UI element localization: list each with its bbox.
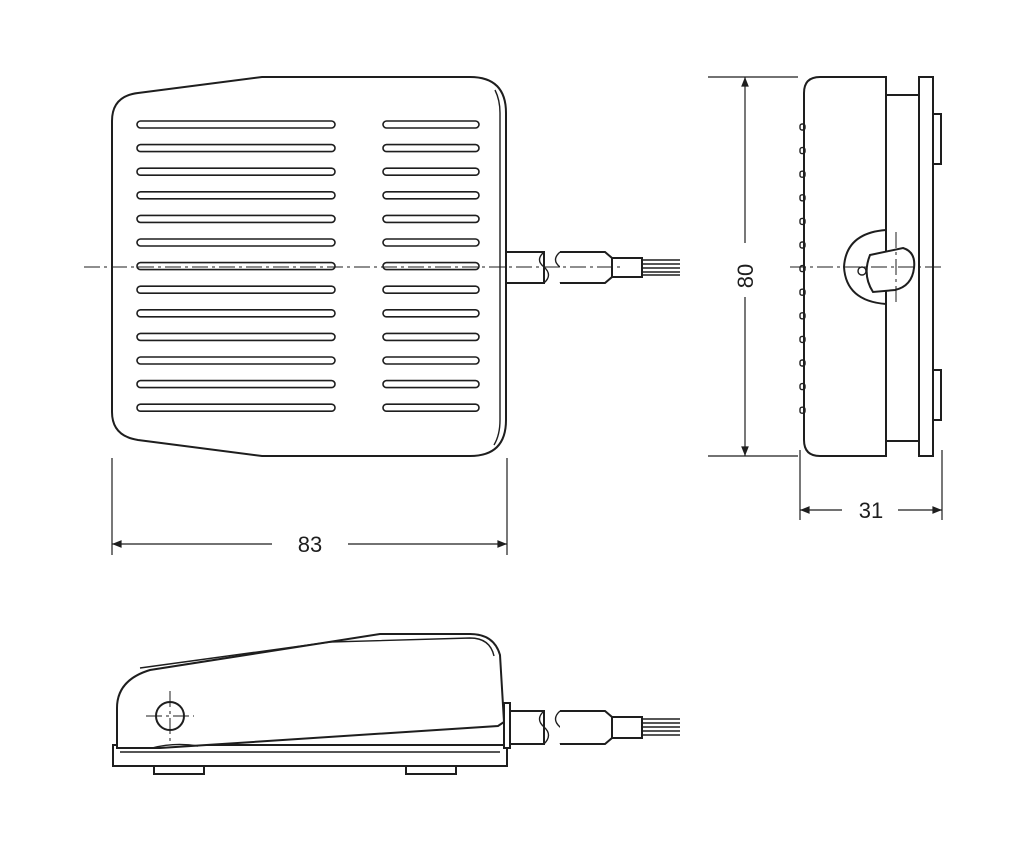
- grip-rib: [799, 264, 806, 273]
- vent-slot: [382, 308, 480, 318]
- grip-rib: [799, 359, 806, 367]
- grip-rib: [799, 123, 806, 131]
- cable-gland: [865, 246, 916, 294]
- vent-slot: [136, 356, 336, 365]
- vent-slot: [136, 261, 336, 271]
- base-plate: [112, 744, 508, 767]
- grip-rib: [799, 335, 806, 344]
- vent-slot: [382, 120, 480, 129]
- width-dimension: 83: [111, 458, 508, 557]
- top-view: [84, 76, 680, 457]
- vent-slot: [136, 308, 336, 318]
- vent-slot: [382, 261, 480, 271]
- height-dimension-label: 80: [733, 264, 758, 288]
- height-dimension: 80: [708, 76, 798, 457]
- vent-slot: [382, 238, 480, 247]
- side-view: [790, 76, 945, 457]
- vent-slot: [382, 214, 480, 224]
- slots-left-group: [136, 120, 336, 413]
- vent-slot: [382, 332, 480, 342]
- grip-rib: [799, 194, 806, 202]
- vent-slot: [136, 403, 336, 413]
- hinge-pin: [857, 266, 867, 276]
- grip-rib: [799, 146, 806, 155]
- depth-dimension: 31: [799, 450, 943, 523]
- grip-rib: [799, 406, 806, 414]
- side-foot-upper: [932, 113, 942, 165]
- side-grip-ribs: [799, 123, 806, 414]
- pedal-side-profile: [116, 633, 506, 749]
- vent-slot: [136, 332, 336, 342]
- grip-rib: [799, 241, 806, 249]
- depth-dimension-label: 31: [859, 498, 883, 523]
- grip-rib: [799, 382, 806, 391]
- vent-slot: [136, 191, 336, 200]
- vent-slot: [382, 403, 480, 413]
- cable-front: [509, 710, 680, 745]
- side-foot-lower: [932, 369, 942, 421]
- vent-slot: [382, 143, 480, 153]
- vent-slot: [136, 285, 336, 295]
- grip-rib: [799, 170, 806, 178]
- slots-right-group: [382, 120, 480, 413]
- vent-slot: [136, 120, 336, 129]
- grip-rib: [799, 217, 806, 226]
- vent-slot: [136, 214, 336, 224]
- vent-slot: [382, 167, 480, 176]
- vent-slot: [382, 379, 480, 389]
- vent-slot: [382, 285, 480, 295]
- grip-rib: [799, 312, 806, 320]
- vent-slot: [382, 191, 480, 200]
- vent-slot: [136, 379, 336, 389]
- grip-rib: [799, 288, 806, 296]
- vent-slot: [382, 356, 480, 365]
- vent-slot: [136, 143, 336, 153]
- vent-slot: [136, 167, 336, 176]
- width-dimension-label: 83: [298, 532, 322, 557]
- front-view: [112, 633, 680, 775]
- vent-slot: [136, 238, 336, 247]
